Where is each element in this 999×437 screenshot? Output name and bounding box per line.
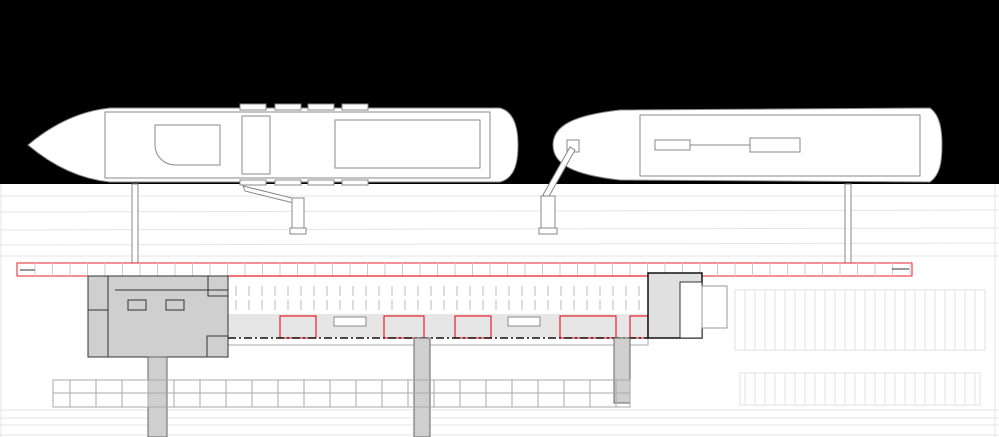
cruise-ship-right (552, 107, 943, 183)
pedestrian-bridges (147, 337, 631, 437)
main-terminal-hall (227, 275, 649, 346)
left-building-block (87, 275, 229, 358)
boarding-corridor (16, 262, 913, 277)
right-building-block (647, 272, 728, 339)
bus-parking-row (52, 379, 631, 408)
gangway-arms (242, 146, 576, 235)
cruise-ship-left (27, 103, 519, 186)
car-parking-area (734, 289, 986, 406)
